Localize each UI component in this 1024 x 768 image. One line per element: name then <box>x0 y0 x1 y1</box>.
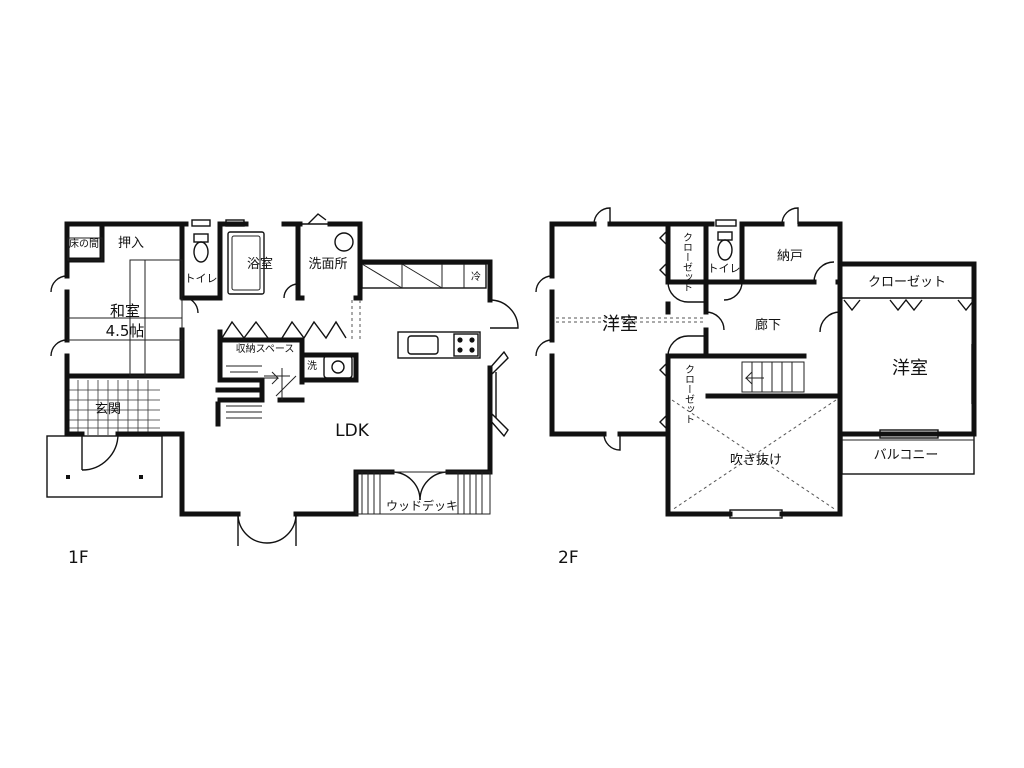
washing-machine <box>323 355 353 379</box>
toilet-2f <box>717 231 733 261</box>
toilet-1f <box>193 233 209 263</box>
storage-zigzag <box>221 320 347 340</box>
genkan-tile <box>68 380 160 435</box>
floor-label-1f: 1F <box>68 548 89 568</box>
room-bath: 浴室 <box>247 256 273 272</box>
room-closet-bottom: クローゼット <box>683 364 695 424</box>
room-balcony: バルコニー <box>874 448 939 463</box>
floor-2f: 洋室 クローゼット クローゼット トイレ 納戸 クローゼット 廊下 洋室 吹き抜… <box>535 207 977 568</box>
stairs-2f <box>741 361 805 393</box>
room-washitsu-size: 4.5帖 <box>106 322 145 340</box>
closet-zigzag-bottom <box>659 361 669 431</box>
floor-label-2f: 2F <box>558 548 579 568</box>
room-fukinuke: 吹き抜け <box>730 452 782 468</box>
label-washer: 洗 <box>307 360 317 372</box>
room-toilet-2f: トイレ <box>708 262 741 275</box>
room-hallway: 廊下 <box>755 317 781 333</box>
kitchen <box>361 263 487 359</box>
floor-1f: 床の間 押入 和室 4.5帖 トイレ 浴室 洗面所 玄関 収納スペース 洗 冷 … <box>46 213 519 568</box>
room-tokonoma: 床の間 <box>69 237 99 250</box>
closet-zigzag-right <box>843 298 975 312</box>
walls-2f-outer <box>549 221 977 517</box>
room-storage: 収納スペース <box>236 342 295 355</box>
bathtub-inner <box>231 235 261 291</box>
porch-light-left <box>66 475 70 479</box>
room-nando: 納戸 <box>777 249 803 264</box>
senmen-sink <box>334 232 354 252</box>
room-oshiire: 押入 <box>118 236 144 251</box>
porch-light-right <box>139 475 143 479</box>
room-toilet-1f: トイレ <box>185 272 218 285</box>
room-genkan: 玄関 <box>95 402 121 417</box>
room-closet-right: クローゼット <box>868 275 946 290</box>
label-fridge: 冷 <box>471 270 481 283</box>
room-youshitsu-left: 洋室 <box>602 314 638 335</box>
entrance-porch <box>46 435 163 498</box>
doors-2f <box>535 207 973 519</box>
tatami-lines <box>67 237 183 377</box>
washer-drum <box>331 360 345 374</box>
room-youshitsu-right: 洋室 <box>892 358 928 379</box>
room-senmenjo: 洗面所 <box>308 257 347 272</box>
stairs-1f <box>226 365 297 419</box>
wood-deck <box>355 471 491 515</box>
room-closet-top: クローゼット <box>681 232 693 292</box>
room-washitsu: 和室 <box>110 302 140 320</box>
fukinuke-cross <box>671 399 837 511</box>
room-deck: ウッドデッキ <box>386 498 458 513</box>
room-ldk: LDK <box>335 421 370 441</box>
closet-zigzag-top <box>659 229 669 279</box>
bathtub <box>227 231 265 295</box>
